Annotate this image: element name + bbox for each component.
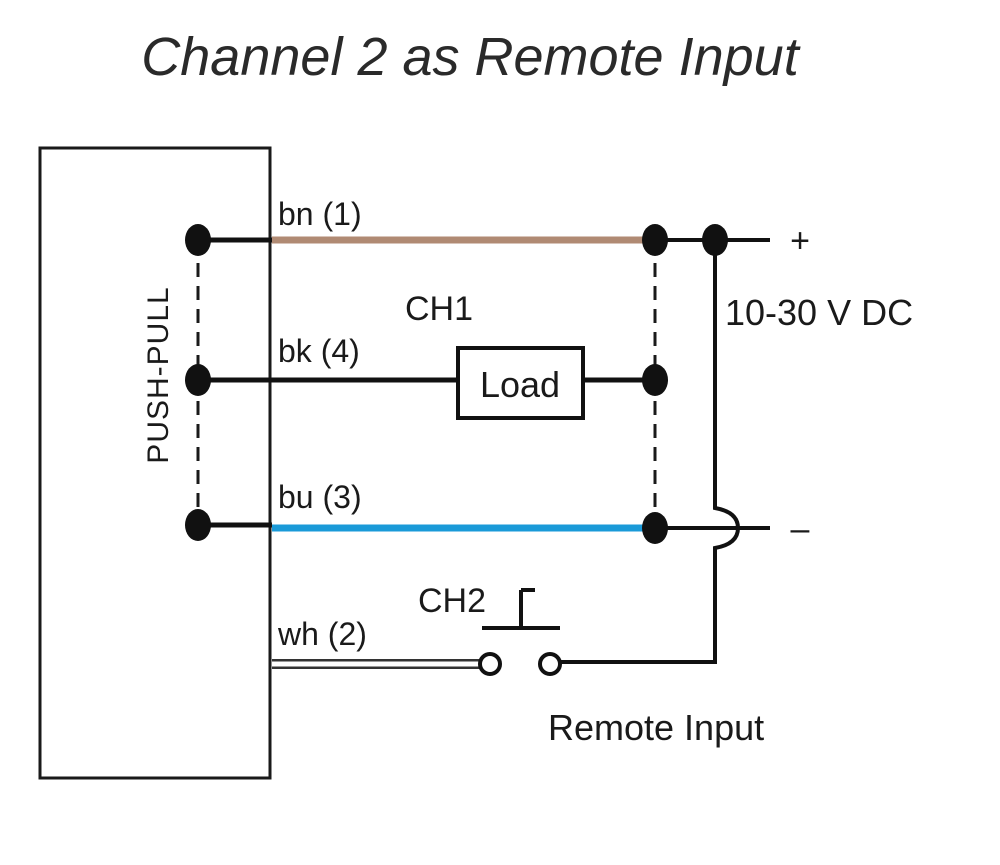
wire-label-bu: bu (3) [278,479,362,515]
wire-label-wh: wh (2) [277,616,367,652]
terminal-dot-bu [185,509,211,541]
diagram-title: Channel 2 as Remote Input [141,27,800,87]
supply-voltage-label: 10-30 V DC [725,292,913,333]
supply-plus-label: + [790,222,810,260]
supply-minus-label: – [791,510,810,548]
load-box [456,346,585,420]
ch1-label: CH1 [405,290,473,328]
switch-contact-right [538,652,562,676]
ch2-label: CH2 [418,582,486,620]
terminal-dot-bn [185,224,211,256]
terminal-dot-bk [185,364,211,396]
junction-dot-bk [642,364,668,396]
remote-input-label: Remote Input [548,707,764,748]
remote-input-return-wire [558,240,741,664]
switch-contact-left [478,652,502,676]
wire-label-bn: bn (1) [278,196,362,232]
wire-label-bk: bk (4) [278,333,360,369]
load-label: Load [480,364,560,405]
push-pull-label: PUSH-PULL [142,286,175,463]
sensor-device-box [38,146,272,780]
